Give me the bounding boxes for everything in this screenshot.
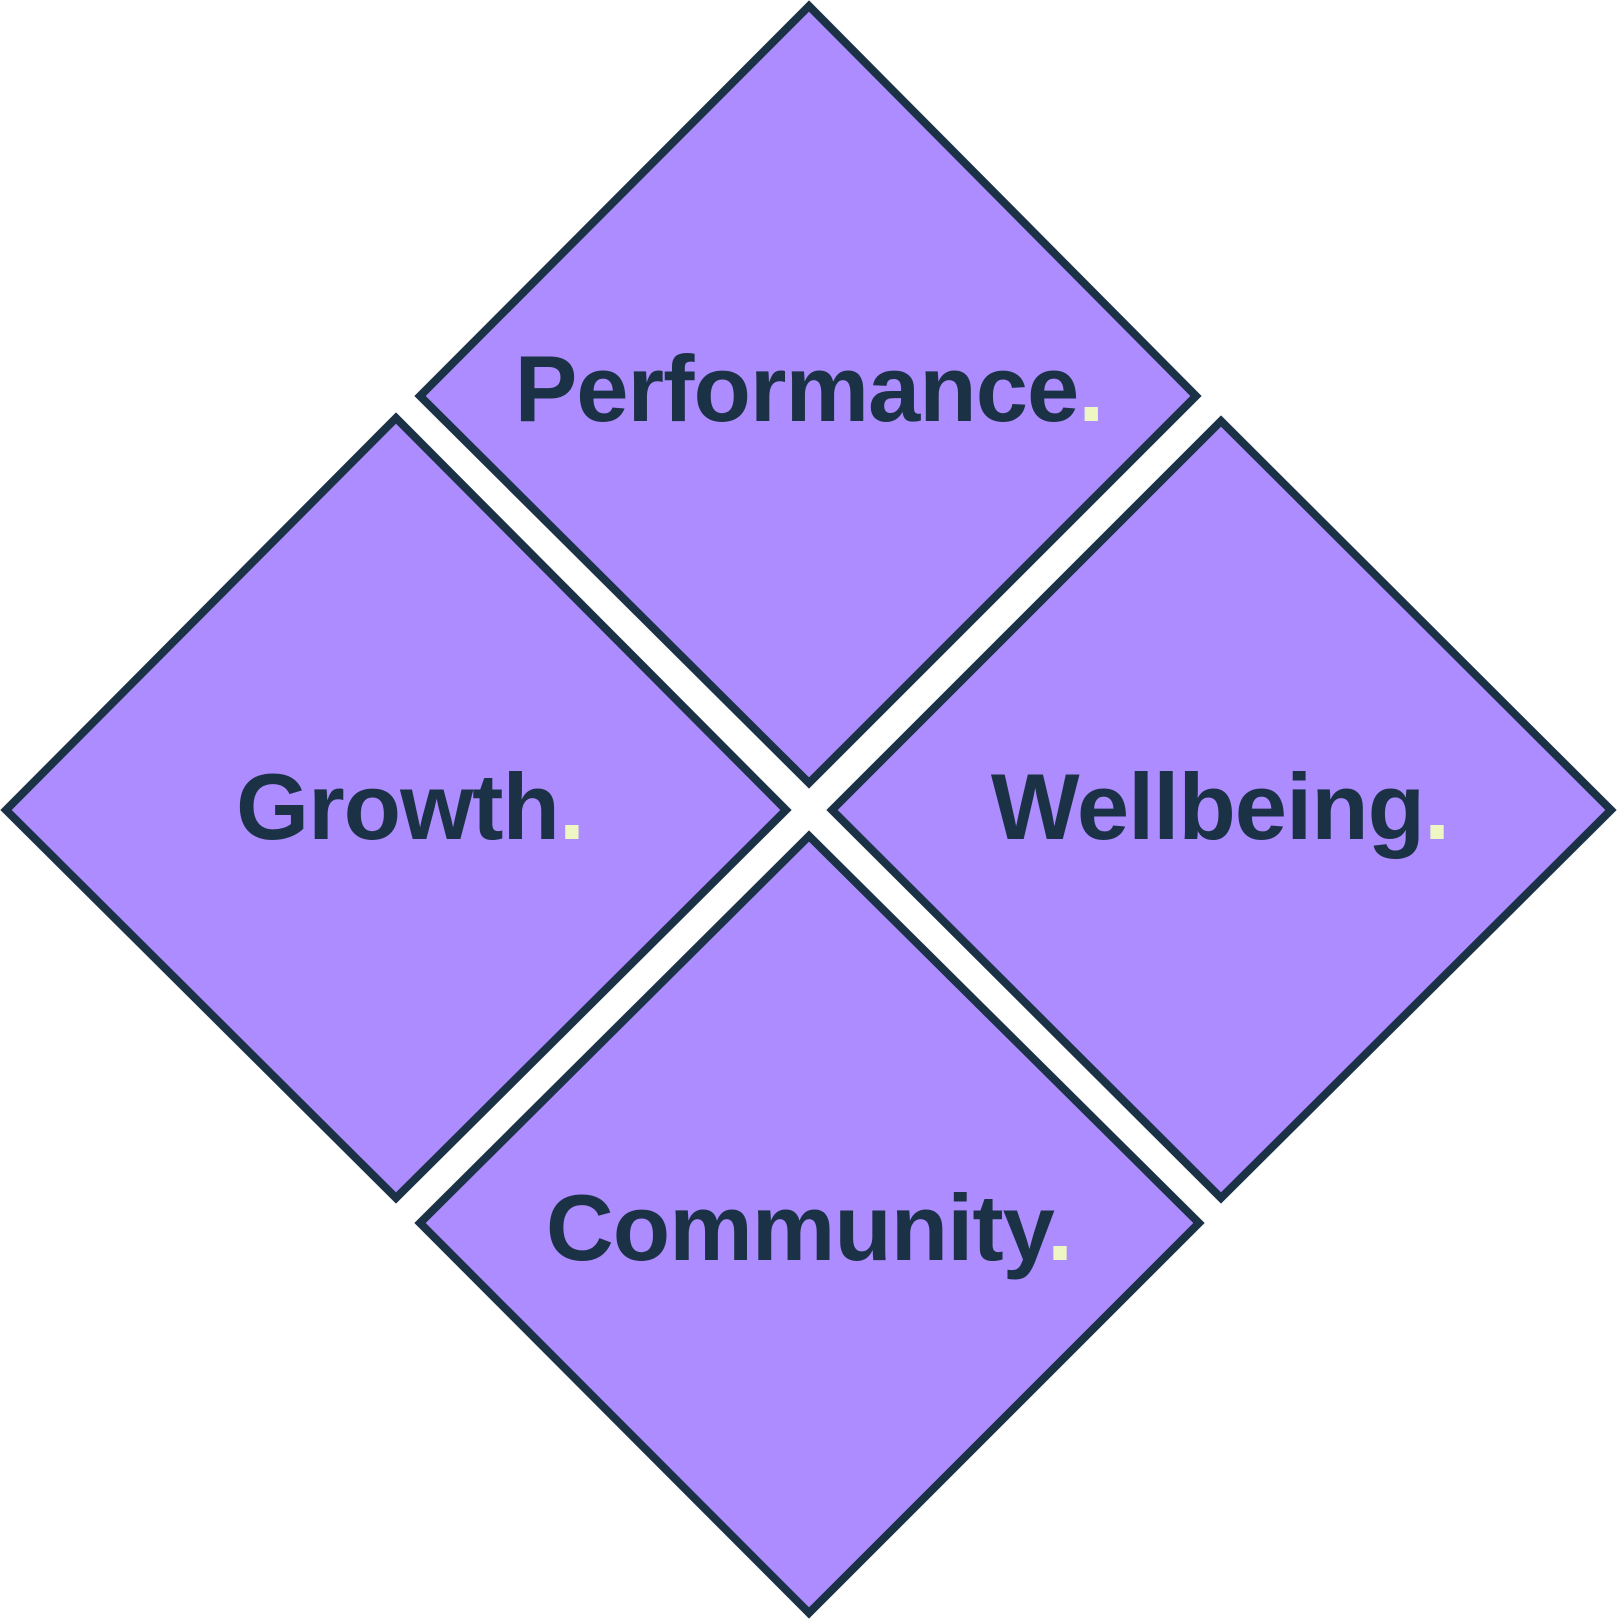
tile-growth: Growth. <box>0 412 792 1204</box>
tile-growth-label: Growth. <box>236 754 584 859</box>
tile-performance-shape <box>414 0 1202 789</box>
tile-performance: Performance. <box>414 0 1202 789</box>
tile-performance-dot: . <box>1078 336 1103 441</box>
tile-community: Community. <box>414 830 1205 1619</box>
tile-wellbeing-label: Wellbeing. <box>991 754 1449 859</box>
tile-growth-dot: . <box>559 754 584 859</box>
tile-performance-label: Performance. <box>515 336 1104 441</box>
tile-wellbeing-shape <box>826 415 1617 1204</box>
tile-community-shape <box>414 830 1205 1619</box>
tile-growth-shape <box>0 412 792 1204</box>
tile-wellbeing: Wellbeing. <box>826 415 1617 1204</box>
tile-community-label: Community. <box>546 1175 1072 1280</box>
tile-community-dot: . <box>1047 1175 1072 1280</box>
tile-wellbeing-dot: . <box>1424 754 1449 859</box>
